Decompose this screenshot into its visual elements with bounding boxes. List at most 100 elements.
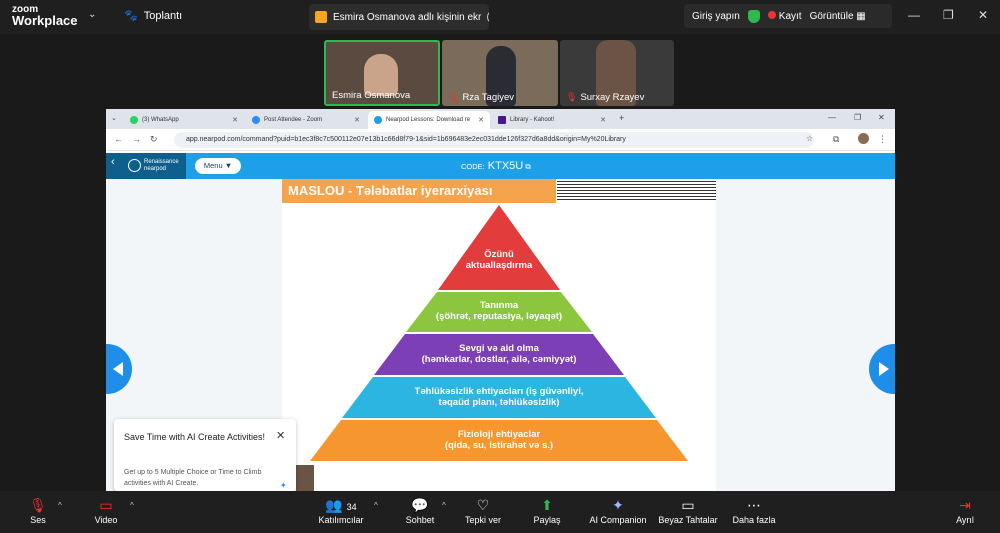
zoom-logo: zoom Workplace bbox=[12, 4, 78, 27]
nearpod-header: ‹ Renaissance nearpod Menu ▼ CODE:KTX5U … bbox=[106, 153, 895, 179]
share-icon: ⬆ bbox=[541, 497, 553, 513]
participant-tile[interactable]: Esmira Osmanova bbox=[324, 40, 440, 106]
nearpod-icon bbox=[374, 116, 382, 124]
code-label: CODE: bbox=[461, 162, 485, 171]
minimize-icon[interactable]: — bbox=[908, 8, 920, 22]
close-icon[interactable]: ✕ bbox=[878, 113, 885, 122]
heart-icon: ♡ bbox=[476, 497, 490, 513]
more-options-icon[interactable]: ⋯ bbox=[487, 11, 489, 23]
forward-icon[interactable]: → bbox=[132, 134, 141, 144]
participant-video bbox=[364, 54, 398, 96]
level-1-text: Özünü aktuallaşdırma bbox=[439, 249, 559, 271]
browser-tab[interactable]: (3) WhatsApp✕ bbox=[124, 111, 244, 129]
whiteboard-label: Beyaz Tahtalar bbox=[658, 515, 718, 525]
video-button[interactable]: ▭ Video bbox=[90, 495, 122, 525]
back-icon[interactable]: ← bbox=[114, 134, 123, 144]
popup-close-icon[interactable]: ✕ bbox=[276, 430, 286, 442]
previous-slide-button[interactable] bbox=[106, 344, 132, 394]
chevron-down-icon[interactable]: ⌄ bbox=[88, 9, 97, 20]
level-title: Özünü bbox=[484, 249, 514, 260]
next-slide-button[interactable] bbox=[869, 344, 895, 394]
chat-icon: 💬 bbox=[411, 497, 429, 513]
level-subtitle: (qida, su, istirahət və s.) bbox=[444, 440, 554, 451]
back-chevron-icon[interactable]: ‹ bbox=[111, 156, 115, 168]
minimize-icon[interactable]: — bbox=[828, 113, 836, 122]
tab-search-icon[interactable]: ⌄ bbox=[111, 115, 117, 122]
video-label: Video bbox=[94, 515, 118, 525]
participants-chevron-icon[interactable]: ^ bbox=[374, 501, 378, 510]
participant-tile[interactable]: 🎙Rza Tagiyev bbox=[442, 40, 558, 106]
external-link-icon[interactable]: ⧉ bbox=[525, 162, 531, 171]
leave-button[interactable]: ⇥ Ayrıl bbox=[952, 495, 978, 525]
browser-menu-icon[interactable]: ⋮ bbox=[878, 134, 887, 144]
close-icon[interactable]: ✕ bbox=[978, 8, 989, 22]
whatsapp-icon bbox=[130, 116, 138, 124]
ai-companion-button[interactable]: ✦ AI Companion bbox=[588, 495, 648, 525]
shield-icon[interactable] bbox=[747, 9, 760, 23]
level-subtitle: təqaüd planı, təhlükəsizlik) bbox=[438, 397, 560, 408]
restore-icon[interactable]: ❐ bbox=[943, 8, 954, 22]
tab-close-icon[interactable]: ✕ bbox=[600, 117, 606, 124]
new-tab-icon[interactable]: + bbox=[619, 113, 625, 123]
decorative-stripes bbox=[557, 181, 716, 201]
screen-share-banner[interactable]: Esmira Osmanova adlı kişinin ekr ⋯ bbox=[309, 4, 489, 30]
leave-label: Ayrıl bbox=[956, 515, 974, 525]
arrow-left-icon bbox=[113, 362, 123, 376]
thumbnail-fragment bbox=[296, 465, 314, 491]
sparkle-icon: ✦ bbox=[612, 497, 624, 513]
logo-line1: zoom bbox=[12, 4, 39, 15]
menu-button[interactable]: Menu ▼ bbox=[195, 158, 241, 174]
level-title: Tanınma bbox=[479, 300, 519, 311]
nearpod-logo-icon bbox=[128, 159, 141, 172]
participant-count: 34 bbox=[346, 502, 357, 512]
ai-create-popup: Save Time with AI Create Activities! Get… bbox=[114, 419, 296, 491]
participants-button[interactable]: 👥 34 Katılımcılar bbox=[316, 495, 366, 525]
meeting-button[interactable]: 🐾 Toplantı bbox=[124, 9, 182, 23]
kahoot-icon bbox=[498, 116, 506, 124]
bookmark-star-icon[interactable]: ☆ bbox=[806, 134, 814, 143]
more-icon: ⋯ bbox=[747, 497, 761, 513]
participants-label: Katılımcılar bbox=[318, 515, 364, 525]
share-screen-icon bbox=[315, 11, 327, 23]
zoom-top-bar: zoom Workplace ⌄ 🐾 Toplantı Esmira Osman… bbox=[0, 0, 1000, 34]
pyramid-level-2 bbox=[406, 292, 592, 332]
signin-link[interactable]: Giriş yapın bbox=[692, 10, 740, 22]
browser-tab[interactable]: Library - Kahoot!✕ bbox=[492, 111, 612, 129]
audio-button[interactable]: 🎙 Ses bbox=[24, 495, 52, 525]
participants-icon-row: 👥 34 bbox=[316, 495, 366, 515]
chat-button[interactable]: 💬 Sohbet bbox=[402, 495, 438, 525]
record-button[interactable]: Kayıt bbox=[767, 10, 802, 22]
url-field[interactable]: app.nearpod.com/command?puid=b1ec3f8c7c5… bbox=[174, 132, 814, 148]
level-5-text: Fizioloji ehtiyaclar (qida, su, istirahə… bbox=[310, 429, 688, 451]
more-button[interactable]: ⋯ Daha fazla bbox=[732, 495, 776, 525]
restore-icon[interactable]: ❐ bbox=[854, 113, 862, 122]
reload-icon[interactable]: ↻ bbox=[150, 134, 158, 144]
chat-chevron-icon[interactable]: ^ bbox=[442, 501, 446, 510]
video-options-chevron-icon[interactable]: ^ bbox=[130, 501, 134, 510]
code-value: KTX5U bbox=[487, 160, 524, 172]
whiteboard-icon: ▭ bbox=[681, 497, 695, 513]
ai-label: AI Companion bbox=[589, 515, 647, 525]
address-bar-row: ← → ↻ app.nearpod.com/command?puid=b1ec3… bbox=[106, 129, 895, 151]
profile-avatar[interactable] bbox=[858, 133, 869, 144]
mic-muted-icon: 🎙 bbox=[566, 92, 578, 102]
participant-name-row: 🎙Surxay Rzayev bbox=[566, 92, 644, 103]
whiteboard-button[interactable]: ▭ Beyaz Tahtalar bbox=[658, 495, 718, 525]
extensions-icon[interactable]: ⧉ bbox=[833, 134, 840, 144]
camera-off-icon: ▭ bbox=[99, 497, 113, 513]
slide: MASLOU - Tələbatlar iyerarxiyası Özünü a… bbox=[282, 179, 716, 491]
view-button[interactable]: Görüntüle ▦ bbox=[810, 11, 866, 22]
participant-tile[interactable]: 🎙Surxay Rzayev bbox=[560, 40, 674, 106]
arrow-right-icon bbox=[879, 362, 889, 376]
react-button[interactable]: ♡ Tepki ver bbox=[462, 495, 504, 525]
level-title: Sevgi və aid olma bbox=[459, 343, 539, 354]
tab-close-icon[interactable]: ✕ bbox=[478, 117, 484, 124]
mic-muted-icon: 🎙 bbox=[29, 497, 47, 513]
level-title: Təhlükəsizlik ehtiyacları (iş güvənliyi, bbox=[414, 386, 584, 397]
audio-options-chevron-icon[interactable]: ^ bbox=[58, 501, 62, 510]
share-button[interactable]: ⬆ Paylaş bbox=[530, 495, 564, 525]
browser-tab-active[interactable]: Nearpod Lessons: Download re✕ bbox=[368, 111, 490, 129]
tab-close-icon[interactable]: ✕ bbox=[232, 117, 238, 124]
browser-tab[interactable]: Post Attendee - Zoom✕ bbox=[246, 111, 366, 129]
tab-close-icon[interactable]: ✕ bbox=[354, 117, 360, 124]
